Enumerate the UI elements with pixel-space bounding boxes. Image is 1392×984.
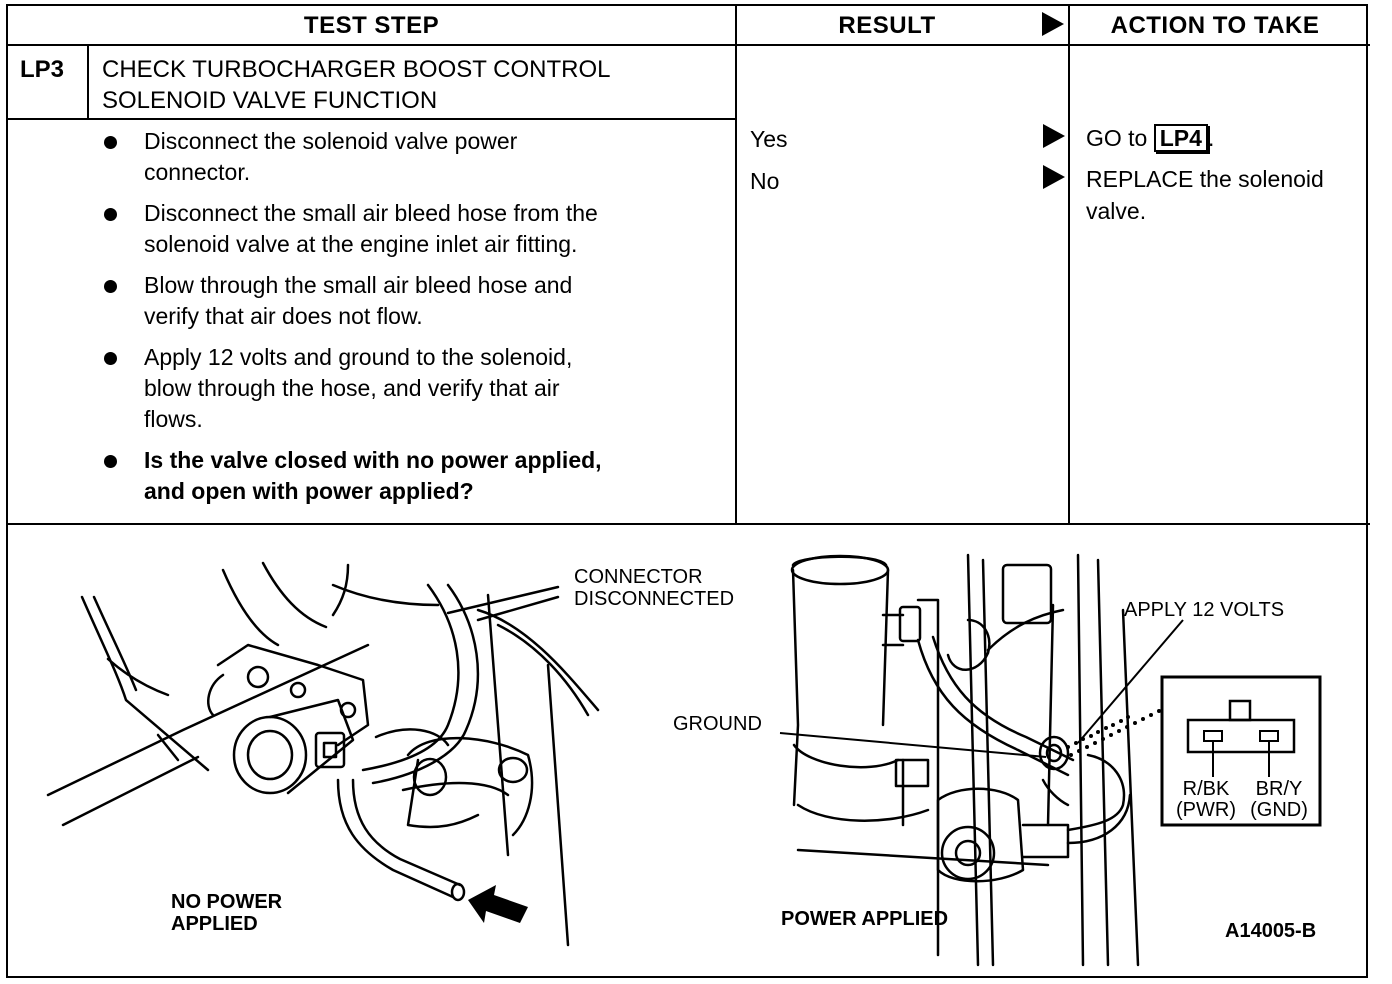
header-rule xyxy=(6,44,1370,46)
procedure-text: verify that air does not flow. xyxy=(144,303,423,329)
procedure-text: Blow through the small air bleed hose an… xyxy=(144,272,573,298)
table-frame xyxy=(6,4,1368,978)
pin-gnd-color: BR/Y xyxy=(1255,778,1303,800)
action-no: REPLACE the solenoid valve. xyxy=(1086,163,1364,227)
figure-id: A14005-B xyxy=(1225,920,1317,942)
step-title-rule xyxy=(6,118,737,120)
result-yes: Yes xyxy=(750,126,788,152)
procedure-text: solenoid valve at the engine inlet air f… xyxy=(144,231,578,257)
procedure-text: and open with power applied? xyxy=(144,478,474,504)
connector-label-line: DISCONNECTED xyxy=(574,588,735,610)
procedure-list: Disconnect the solenoid valve power conn… xyxy=(100,126,720,517)
result-yes-arrow-icon xyxy=(1043,124,1065,148)
lp4-reference-link[interactable]: LP4 xyxy=(1153,124,1208,152)
bullet-icon xyxy=(104,136,117,149)
pin-pwr-label: R/BK (PWR) xyxy=(1171,779,1241,821)
connector-disconnected-label: CONNECTOR DISCONNECTED xyxy=(574,566,734,610)
no-power-label-line: APPLIED xyxy=(171,913,258,935)
result-no-arrow-icon xyxy=(1043,165,1065,189)
action-yes: GO to LP4. xyxy=(1086,122,1364,154)
pin-pwr-func: (PWR) xyxy=(1176,799,1236,821)
bullet-icon xyxy=(104,280,117,293)
step-title-line: CHECK TURBOCHARGER BOOST CONTROL xyxy=(102,56,611,83)
step-title-line: SOLENOID VALVE FUNCTION xyxy=(102,87,438,114)
procedure-text: Disconnect the small air bleed hose from… xyxy=(144,200,598,226)
procedure-item: Blow through the small air bleed hose an… xyxy=(100,270,720,332)
procedure-question: Is the valve closed with no power applie… xyxy=(100,445,720,507)
procedure-item: Disconnect the solenoid valve power conn… xyxy=(100,126,720,188)
result-no: No xyxy=(750,168,780,194)
action-no-text: valve. xyxy=(1086,198,1147,224)
procedure-text: Apply 12 volts and ground to the solenoi… xyxy=(144,344,573,370)
header-result: RESULT xyxy=(838,12,936,39)
bullet-icon xyxy=(104,455,117,468)
no-power-applied-label: NO POWER APPLIED xyxy=(171,891,282,935)
solenoid-test-figure: CONNECTOR DISCONNECTED NO POWER APPLIED … xyxy=(8,525,1366,976)
bullet-icon xyxy=(104,352,117,365)
procedure-text: blow through the hose, and verify that a… xyxy=(144,375,560,401)
result-column-divider xyxy=(735,4,737,525)
ground-label: GROUND xyxy=(673,713,762,735)
procedure-text: flows. xyxy=(144,406,203,432)
step-id: LP3 xyxy=(20,56,65,83)
solenoid-illustration xyxy=(46,553,1322,967)
step-id-divider xyxy=(87,44,89,120)
action-yes-text: GO to xyxy=(1086,125,1154,151)
pin-gnd-func: (GND) xyxy=(1250,799,1308,821)
header-arrow-icon xyxy=(1042,12,1064,36)
procedure-text: Is the valve closed with no power applie… xyxy=(144,447,602,473)
procedure-item: Apply 12 volts and ground to the solenoi… xyxy=(100,342,720,435)
action-yes-suffix: . xyxy=(1207,125,1215,151)
pin-gnd-label: BR/Y (GND) xyxy=(1244,779,1314,821)
power-applied-label: POWER APPLIED xyxy=(781,908,949,930)
bullet-icon xyxy=(104,208,117,221)
procedure-item: Disconnect the small air bleed hose from… xyxy=(100,198,720,260)
apply-12-volts-label: APPLY 12 VOLTS xyxy=(1124,599,1285,621)
header-action: ACTION TO TAKE xyxy=(1110,12,1320,39)
connector-label-line: CONNECTOR xyxy=(574,566,703,588)
action-column-divider xyxy=(1068,4,1070,525)
header-test-step: TEST STEP xyxy=(303,12,440,39)
no-power-label-line: NO POWER xyxy=(171,891,283,913)
pin-pwr-color: R/BK xyxy=(1182,778,1230,800)
figure-rule xyxy=(6,523,1370,525)
step-title: CHECK TURBOCHARGER BOOST CONTROL SOLENOI… xyxy=(102,54,722,116)
action-no-text: REPLACE the solenoid xyxy=(1086,166,1324,192)
procedure-text: Disconnect the solenoid valve power xyxy=(144,128,518,154)
procedure-text: connector. xyxy=(144,159,251,185)
